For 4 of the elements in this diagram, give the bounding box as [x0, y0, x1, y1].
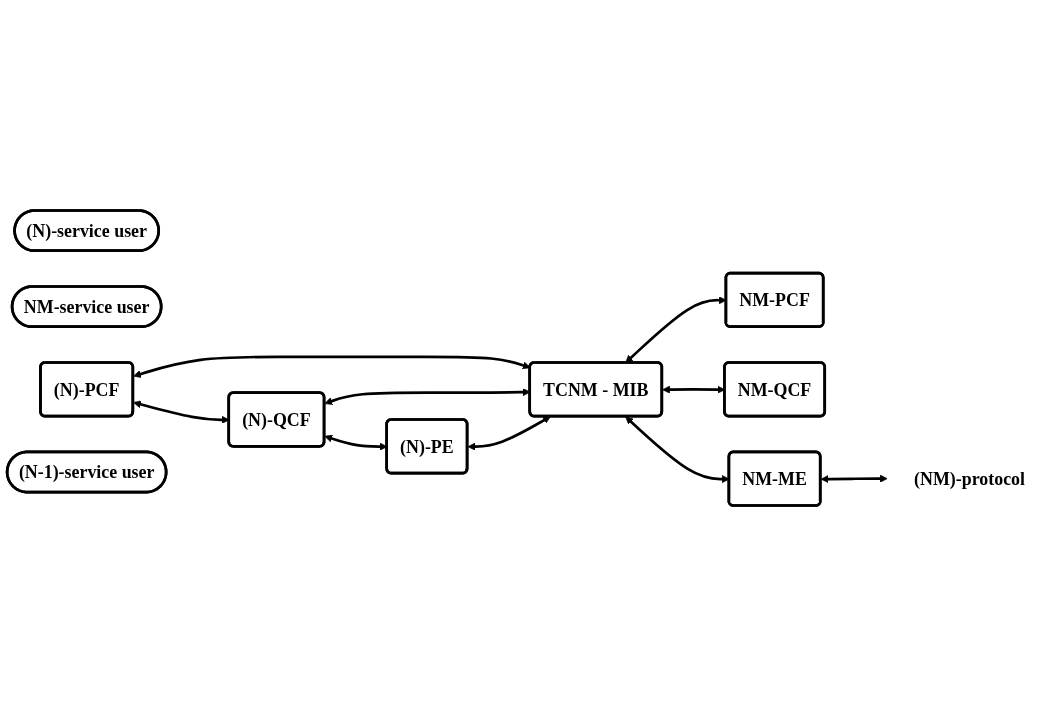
arrow: [820, 474, 888, 483]
node-text: (NM)-protocol: [914, 468, 1026, 489]
arrow: [467, 416, 551, 451]
arrow: [133, 355, 531, 378]
